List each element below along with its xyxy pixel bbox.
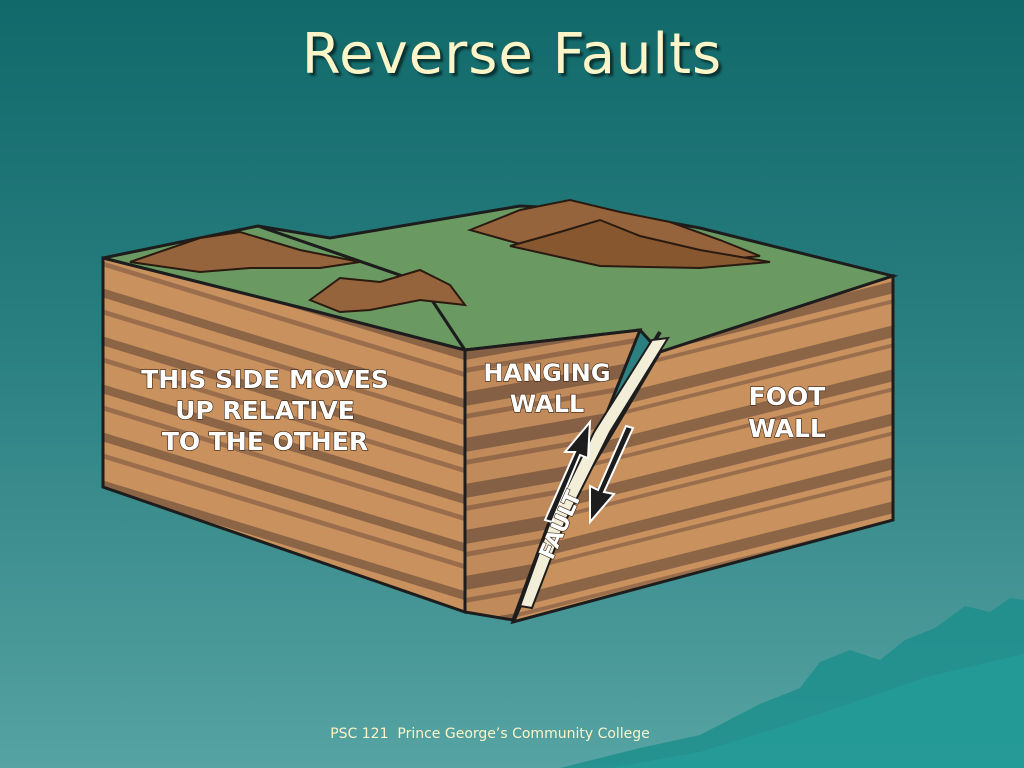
side-label-line-1: THIS SIDE MOVES bbox=[141, 365, 389, 394]
side-label-line-3: TO THE OTHER bbox=[162, 427, 368, 456]
fault-plane-highlight bbox=[518, 336, 670, 610]
mountain-right-peak bbox=[509, 218, 771, 270]
hanging-wall-line-2: WALL bbox=[510, 390, 585, 418]
slide-title: Reverse Faults bbox=[301, 22, 723, 87]
background-mountains-front bbox=[610, 654, 1024, 768]
mountain-left-ridge bbox=[129, 230, 361, 274]
hanging-wall-line-1: HANGING bbox=[483, 359, 610, 387]
slide-footer: PSC 121 Prince George’s Community Colleg… bbox=[330, 726, 650, 742]
down-arrow bbox=[589, 424, 635, 525]
foot-wall-line-2: WALL bbox=[748, 414, 826, 443]
up-arrow bbox=[543, 419, 592, 524]
foot-wall-line-1: FOOT bbox=[749, 382, 826, 411]
fault-movement-arrows bbox=[543, 419, 635, 525]
foot-wall-label: FOOT WALL bbox=[748, 381, 827, 443]
hanging-wall-label: HANGING WALL bbox=[483, 358, 611, 418]
mountain-left-small bbox=[307, 268, 468, 314]
hanging-wall-side-label: THIS SIDE MOVES UP RELATIVE TO THE OTHER bbox=[141, 364, 390, 456]
side-label-line-2: UP RELATIVE bbox=[175, 396, 355, 425]
